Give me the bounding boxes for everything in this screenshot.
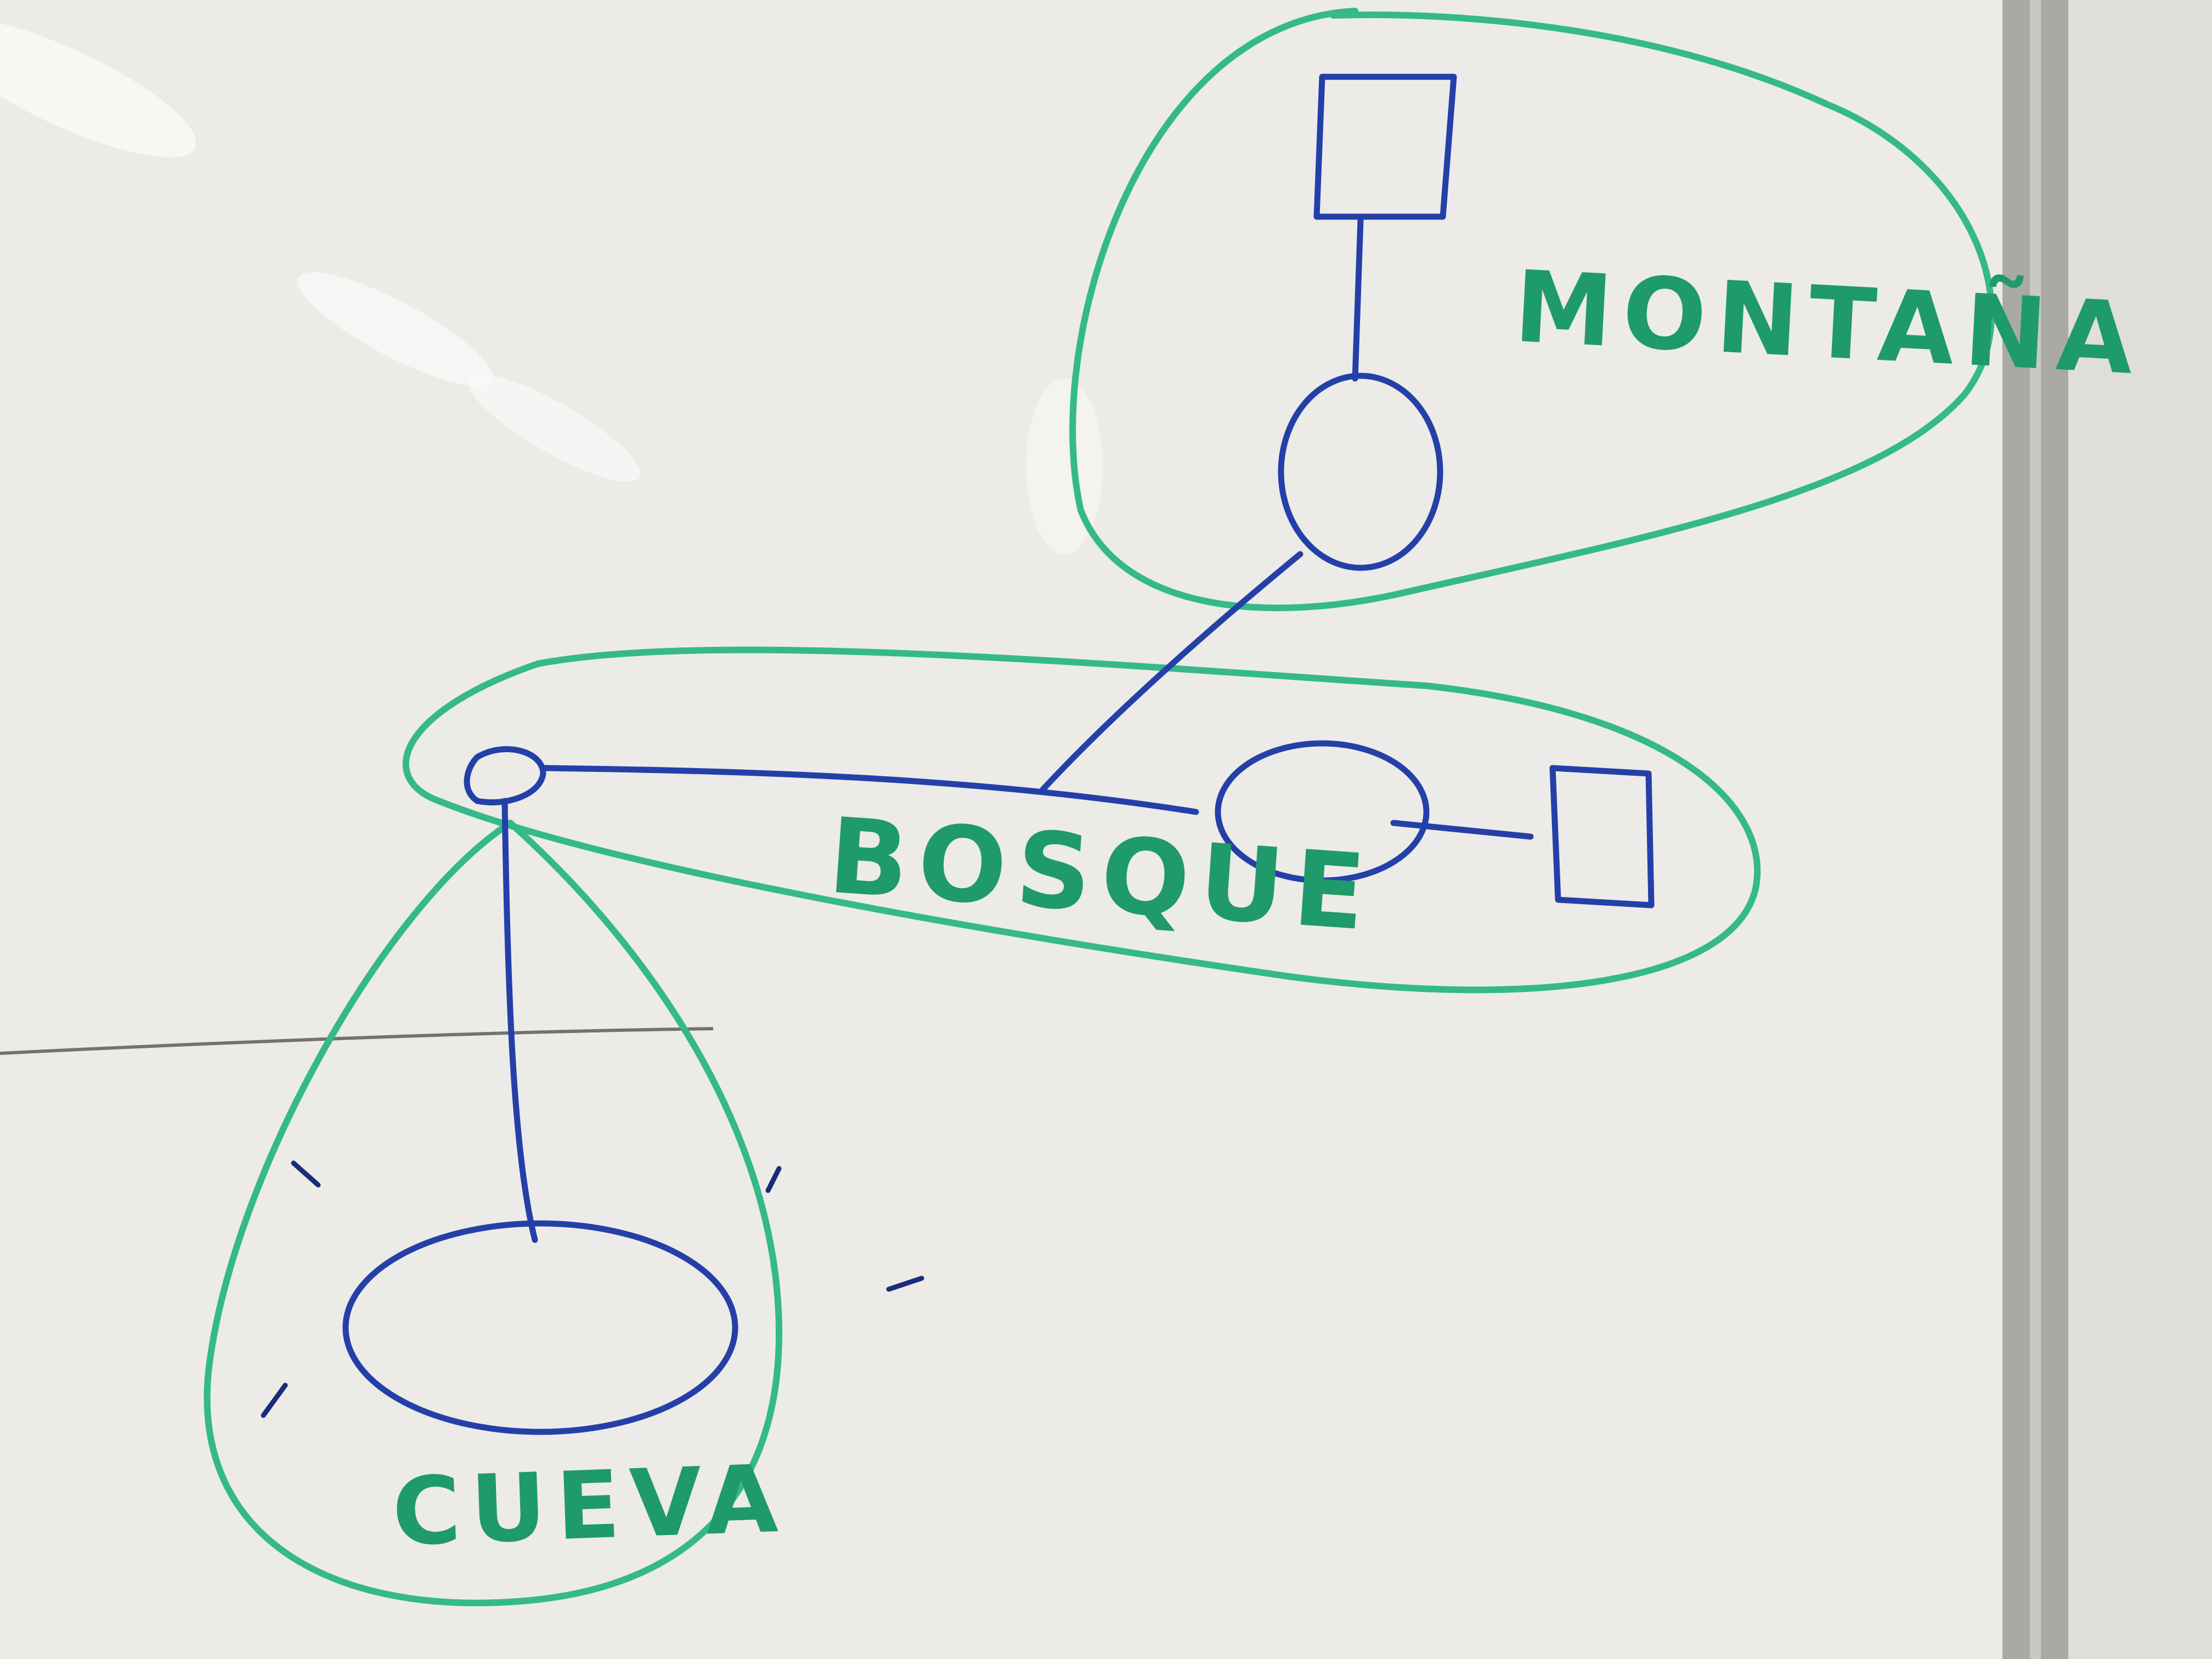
ink-dash [291,1160,321,1188]
ink-dash [261,1383,288,1418]
board-frame-highlight [2030,0,2041,1659]
edge-square-circle-top [1352,216,1364,382]
glare-reflection [297,272,493,386]
region-outline-bosque [402,646,1761,994]
edge-montana-bosque [1039,551,1304,793]
node-circle-top [1278,373,1443,571]
region-label-cueva: CUEVA [390,1444,789,1567]
region-outline-montana [1069,8,1995,612]
glare-reflection [467,374,641,482]
ink-dash [765,1166,782,1193]
node-circle-right [1215,740,1430,884]
node-ellipse-cueva [342,1220,738,1435]
shadow-line [0,1027,714,1055]
edge-bosque-cueva [501,798,538,1243]
board-surface [0,0,2052,1659]
wall [2052,0,2212,1659]
edge-circle-square-right [1390,820,1534,840]
region-outline-cueva [204,820,782,1606]
node-small-left [464,746,546,806]
glare-reflection [0,18,196,157]
edge-left-to-right [540,765,1199,815]
node-square-right [1549,765,1655,909]
node-square-top [1313,74,1457,220]
ink-dash [886,1276,924,1292]
